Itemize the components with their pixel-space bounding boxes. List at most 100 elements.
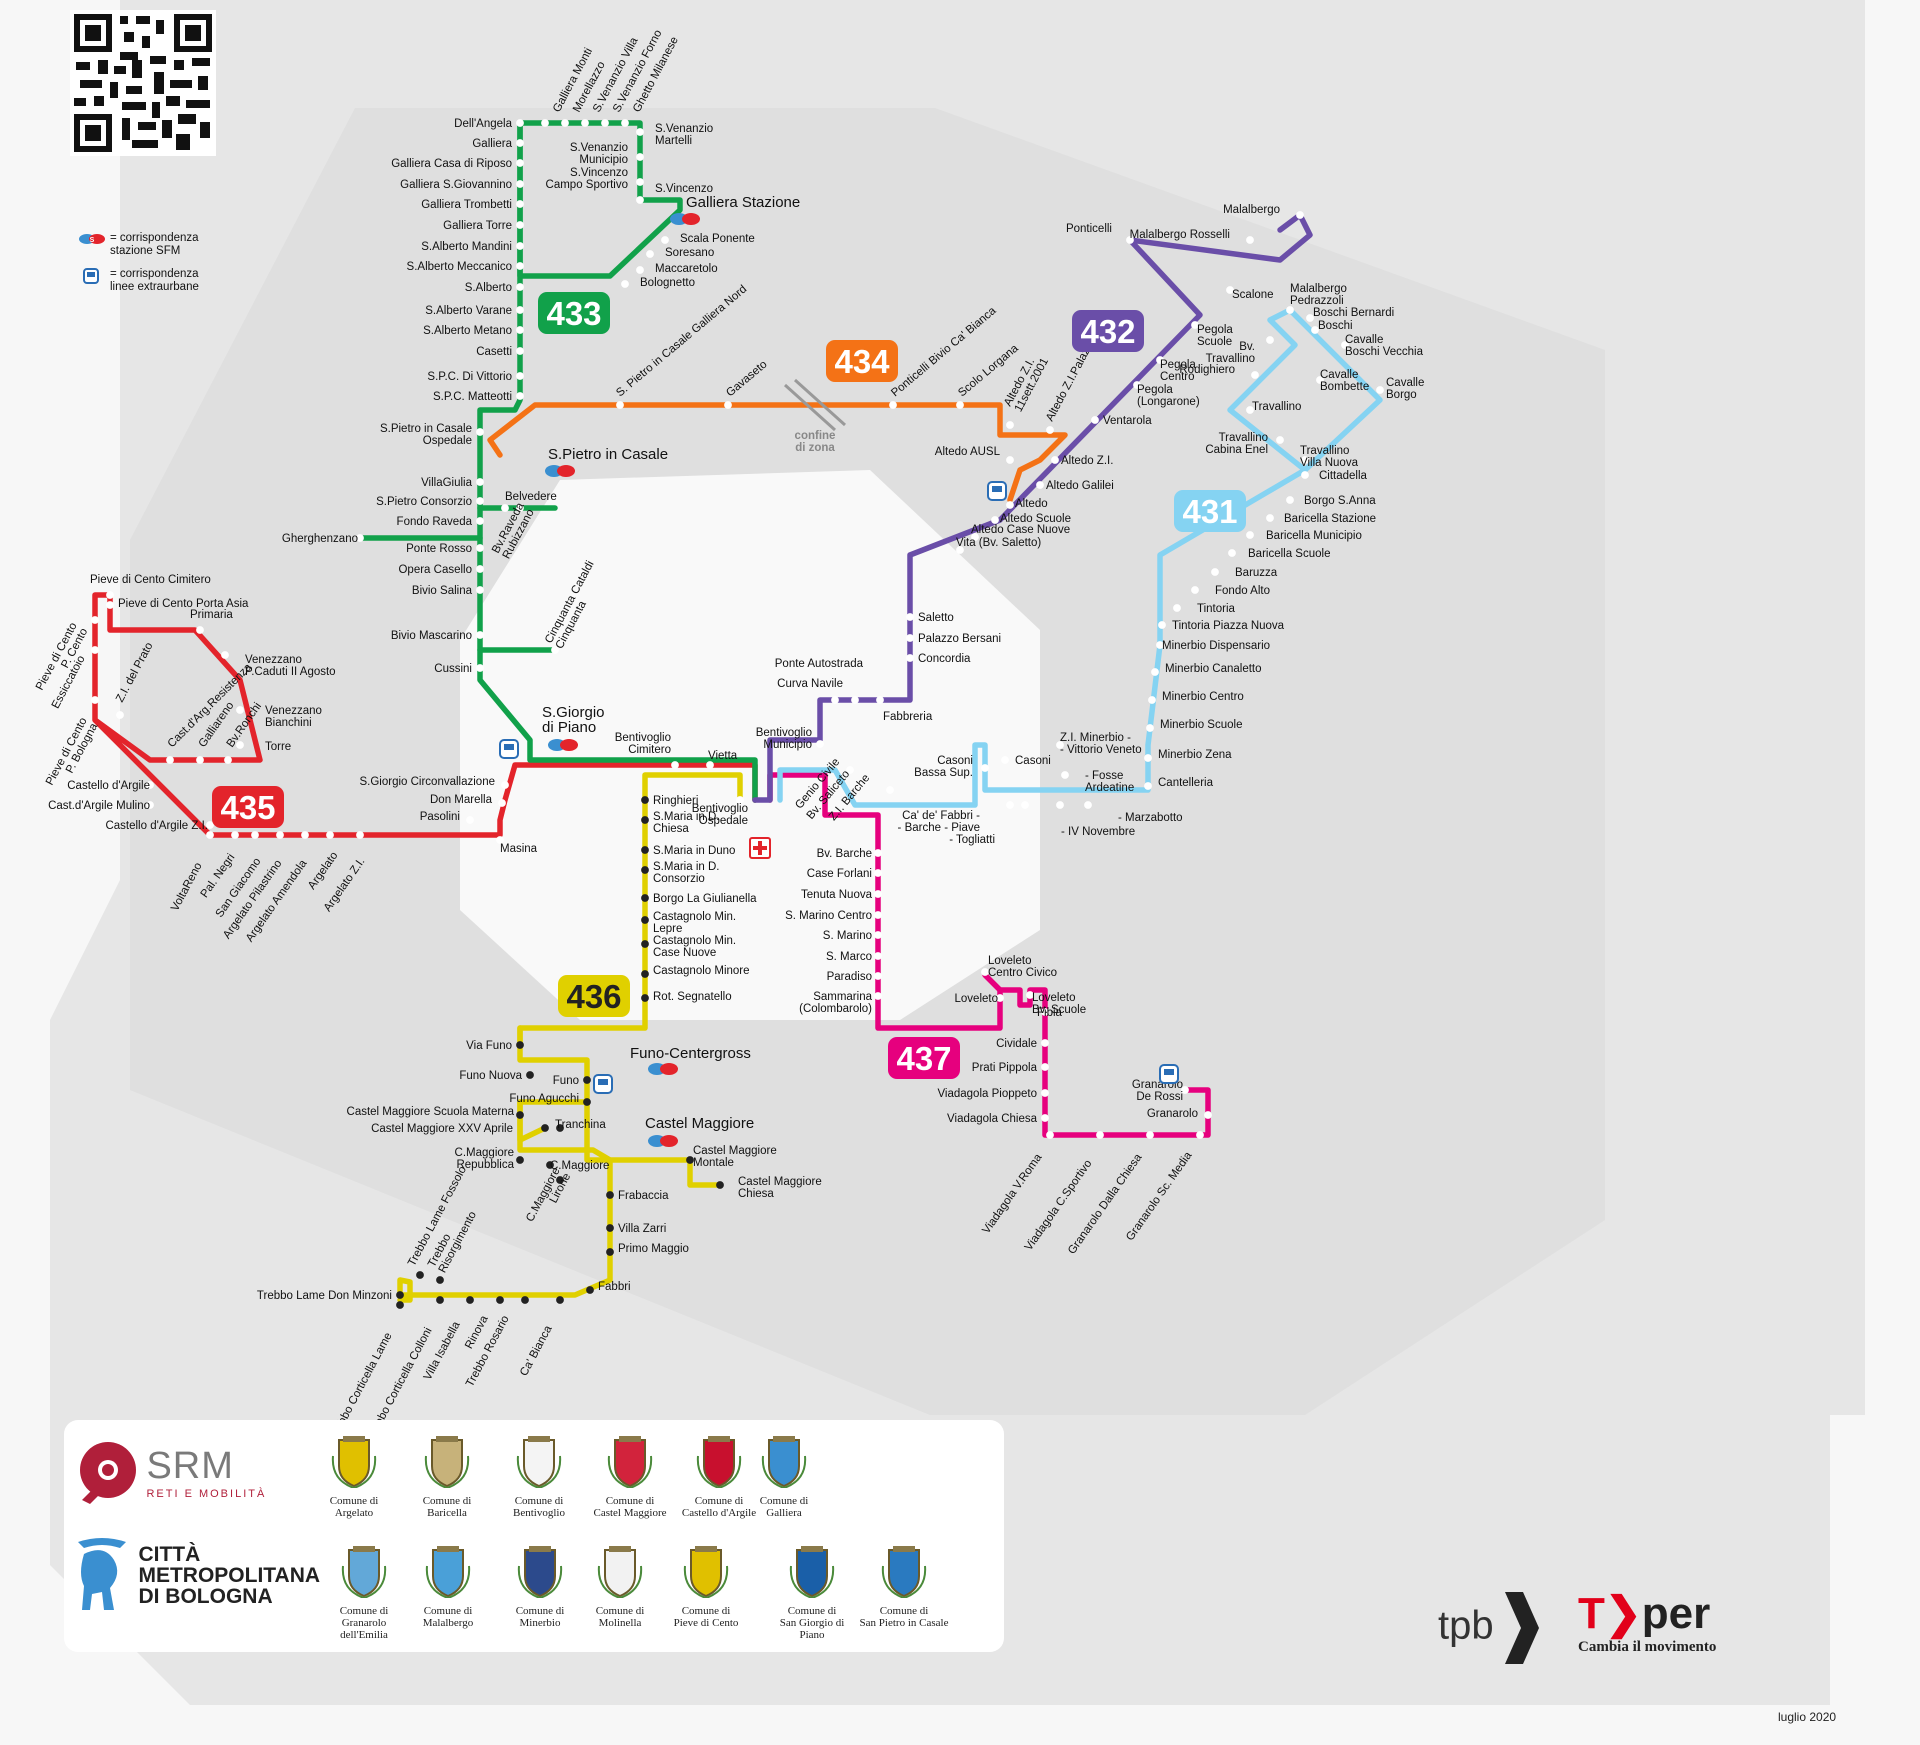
stop-s-venanzio-villa[interactable] [581,119,589,127]
stop-baricella-stazione[interactable] [1266,514,1274,522]
stop-marzabotto[interactable] [1084,801,1092,809]
stop-villa-isabella[interactable] [466,1296,474,1304]
stop-s-vincenzo-campo-sportivo[interactable] [636,178,644,186]
stop-rot-segnatello[interactable] [641,994,649,1002]
stop-palazzo-bersani[interactable] [906,634,914,642]
stop-funo-nuova[interactable] [526,1071,534,1079]
line-badge-435[interactable]: 435 [212,786,284,828]
stop-bentivoglio-ospedale[interactable] [736,796,744,804]
stop-curva-navile[interactable] [831,696,839,704]
stop-villagiulia[interactable] [476,478,484,486]
stop-s-maria-in-duno[interactable] [641,846,649,854]
stop-vita-bv-saletto[interactable] [956,546,964,554]
stop-cavalle-bombette[interactable] [1316,376,1324,384]
stop-ponte-rosso[interactable] [476,544,484,552]
stop-altedo-ausl[interactable] [1006,456,1014,464]
stop-pegola-centro[interactable] [1156,356,1164,364]
stop-voltareno[interactable] [206,831,214,839]
stop-argelato-amendola[interactable] [301,831,309,839]
stop-bv-raveda-rubizzano[interactable] [516,504,524,512]
stop-tranchina[interactable] [556,1124,564,1132]
stop-togliatti[interactable] [1021,801,1029,809]
stop-s-marco[interactable] [874,952,882,960]
stop-castel-maggiore-chiesa[interactable] [716,1181,724,1189]
stop-s-giorgio-circonvallazione[interactable] [501,781,509,789]
stop-cast-d-arg-resistenza[interactable] [166,756,174,764]
stop-baricella-municipio[interactable] [1246,531,1254,539]
stop-argelato-pilastrino[interactable] [276,831,284,839]
stop-torre[interactable] [236,741,244,749]
stop-fibia[interactable] [1041,1008,1049,1016]
stop-castello-d-argile-z-i[interactable] [206,821,214,829]
stop-loveleto-centro-civico[interactable] [981,968,989,976]
stop-minerbio-zena[interactable] [1144,754,1152,762]
stop-via-funo[interactable] [516,1041,524,1049]
stop-vietta[interactable] [706,761,714,769]
stop-dell-angela[interactable] [516,119,524,127]
stop-baruzza[interactable] [1211,568,1219,576]
stop-s-alberto[interactable] [516,283,524,291]
stop-ponticelli-bivio-ca-bianca[interactable] [889,401,897,409]
stop-pieve-di-cento-p-bologna[interactable] [91,696,99,704]
stop-morellazzo[interactable] [561,119,569,127]
stop-galliareno[interactable] [196,756,204,764]
stop-s-vincenzo[interactable] [636,196,644,204]
stop-granarolo-de-rossi[interactable] [1181,1086,1189,1094]
stop-funo-agucchi[interactable] [583,1098,591,1106]
stop-pieve-di-cento-p-cento[interactable] [91,616,99,624]
stop-bv-barche[interactable] [874,849,882,857]
stop-galliera-s-giovannino[interactable] [516,180,524,188]
stop-s-maria-in-d-consorzio[interactable] [641,866,649,874]
stop-ca-de-fabbri-barche-piave[interactable] [1006,801,1014,809]
stop-travallino-cabina-enel[interactable] [1276,436,1284,444]
stop-galliera-trombetti[interactable] [516,200,524,208]
stop-ringhieri[interactable] [641,796,649,804]
stop-casoni-bassa-sup[interactable] [981,764,989,772]
stop-paradiso[interactable] [874,972,882,980]
stop-boschi-bernardi[interactable] [1306,314,1314,322]
stop-malalbergo-pedrazzoli[interactable] [1286,306,1294,314]
stop-trebbo-corticella-colloni[interactable] [436,1296,444,1304]
stop-s-alberto-metano[interactable] [516,326,524,334]
stop-ponticelli[interactable] [1126,236,1134,244]
line-badge-436[interactable]: 436 [558,975,630,1017]
stop-belvedere[interactable] [501,504,509,512]
stop-minerbio-canaletto[interactable] [1151,668,1159,676]
stop-z-i-del-prato[interactable] [116,711,124,719]
line-badge-437[interactable]: 437 [888,1037,960,1079]
stop-viadagola-c-sportivo[interactable] [1096,1131,1104,1139]
stop-s-p-c-matteotti[interactable] [516,392,524,400]
stop-castello-d-argile[interactable] [146,781,154,789]
stop-argelato[interactable] [326,831,334,839]
stop-masina[interactable] [496,836,504,844]
stop-pal-negri[interactable] [231,831,239,839]
stop-pieve-di-cento-cimitero[interactable] [106,591,114,599]
stop-fondo-alto[interactable] [1191,586,1199,594]
stop-altedo-case-nuove[interactable] [971,533,979,541]
stop-rodighiero[interactable] [1251,371,1259,379]
stop-castagnolo-min-lepre[interactable] [641,916,649,924]
stop-travallino-villa-nuova[interactable] [1301,456,1309,464]
stop-altedo-z-i-palazzino[interactable] [1046,426,1054,434]
stop-c-maggiore-lirone[interactable] [556,1176,564,1184]
stop-san-giacomo[interactable] [251,831,259,839]
stop-villa-zarri[interactable] [606,1224,614,1232]
stop-castel-maggiore-scuola-materna[interactable] [516,1111,524,1119]
stop-s-p-c-di-vittorio[interactable] [516,372,524,380]
stop-bivio-mascarino[interactable] [476,631,484,639]
stop-gherghenzano[interactable] [356,534,364,542]
stop-essiccatoio[interactable] [91,646,99,654]
stop-pieve-di-cento-porta-asia[interactable] [106,601,114,609]
stop-loveleto[interactable] [996,994,1004,1002]
stop-s-pietro-in-casale-ospedale[interactable] [476,428,484,436]
stop-pegola-longarone[interactable] [1133,381,1141,389]
stop-viadagola-v-roma[interactable] [1046,1131,1054,1139]
stop-casoni[interactable] [1001,756,1009,764]
stop-bv-ronchi[interactable] [224,756,232,764]
stop-pegola-scuole[interactable] [1191,321,1199,329]
stop-scala-ponente[interactable] [661,236,669,244]
stop-bv-saliceto[interactable] [861,776,869,784]
stop-granarolo-dalla-chiesa[interactable] [1146,1131,1154,1139]
stop-venezzano-bianchini[interactable] [236,706,244,714]
stop-malalbergo-rosselli[interactable] [1246,236,1254,244]
